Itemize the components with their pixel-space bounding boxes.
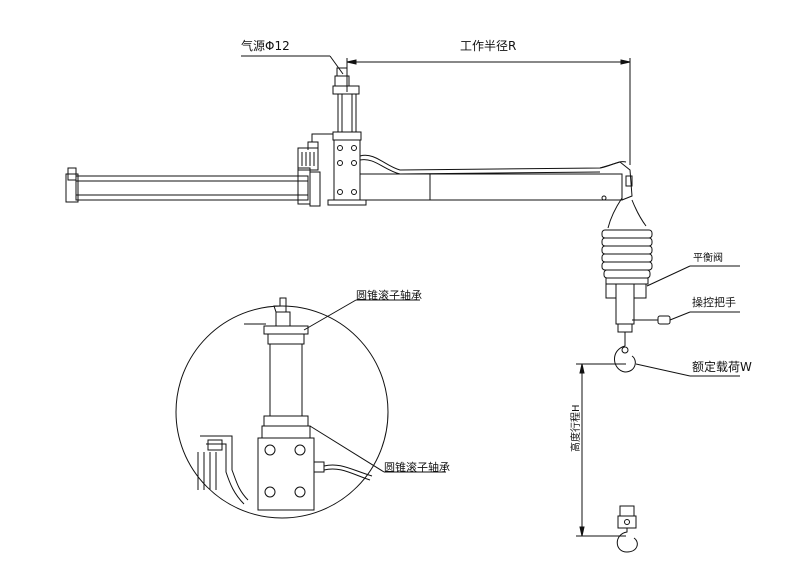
rated-load-label: 额定载荷W [692,360,752,374]
height-dimension [576,363,626,537]
detail-view [175,297,446,519]
radius-dimension [346,58,631,165]
control-handle-label: 操控把手 [692,296,736,309]
right-leaders [635,265,740,377]
air-source-label: 气源Φ12 [241,39,290,53]
air-source-leader [241,55,344,75]
column-top [327,67,367,206]
bearing-bottom-label: 圆锥滚子轴承 [384,461,450,474]
work-radius-label: 工作半径R [460,39,517,53]
balance-valve-label: 平衡阀 [693,253,723,264]
balancer-coil [601,197,671,373]
lower-hook [616,505,638,553]
stroke-height-label: 高度行程H [571,404,582,452]
horizontal-arm [65,147,633,207]
bearing-top-label: 圆锥滚子轴承 [356,289,422,302]
